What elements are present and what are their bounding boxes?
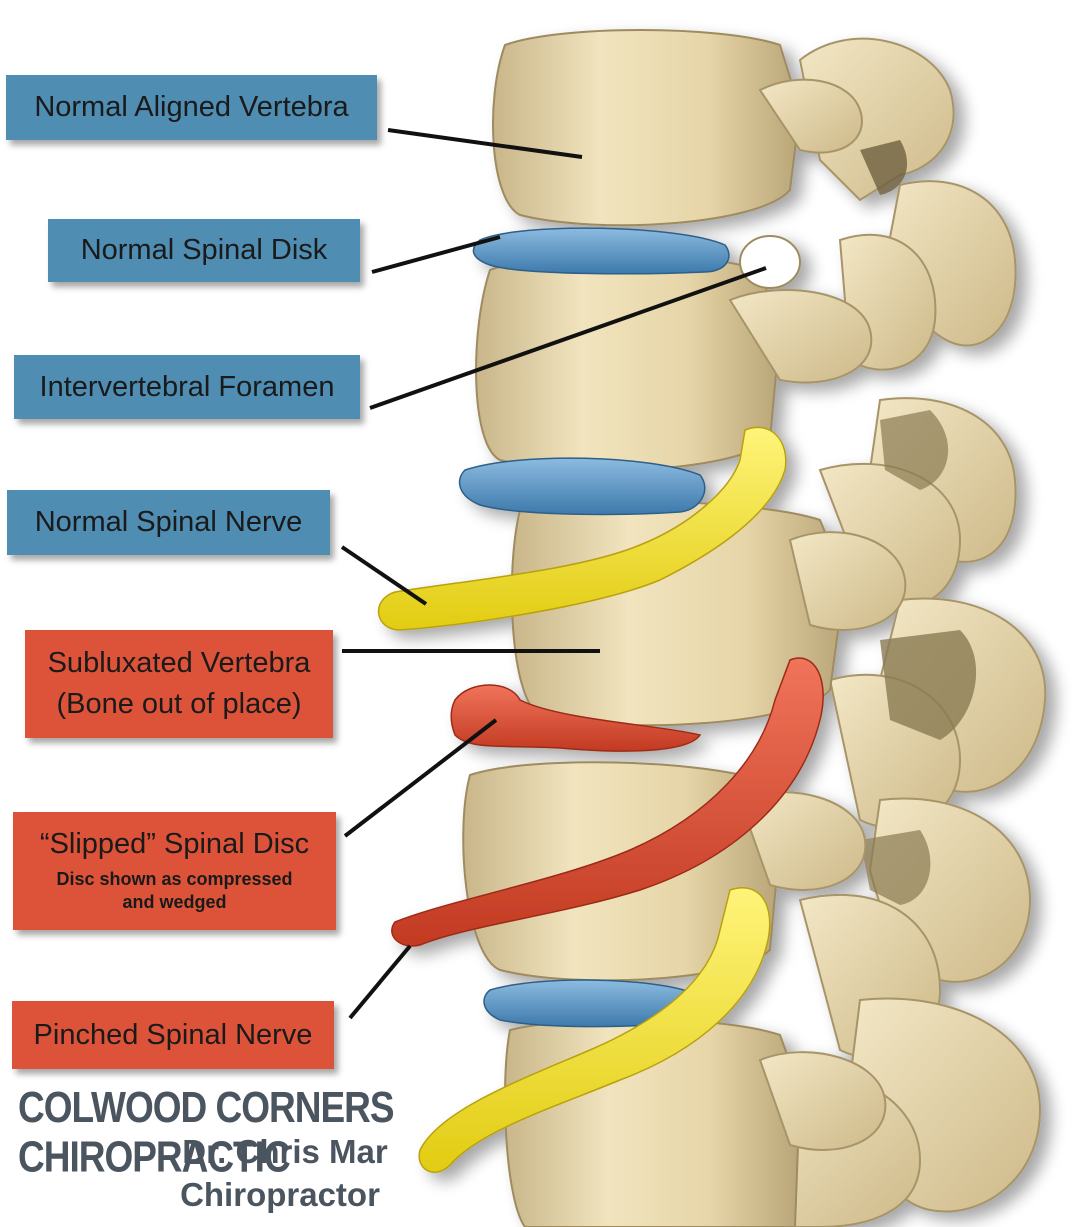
label-subluxated-line2: (Bone out of place) [56, 687, 301, 722]
label-slipped-note-line2: and wedged [122, 891, 226, 914]
pointer-pinched-nerve [350, 946, 410, 1018]
label-slipped-note-line1: Disc shown as compressed [56, 868, 292, 891]
label-slipped-disc: “Slipped” Spinal Disc Disc shown as comp… [13, 812, 336, 930]
label-normal-vertebra-text: Normal Aligned Vertebra [34, 90, 348, 125]
label-subluxated-vertebra: Subluxated Vertebra (Bone out of place) [25, 630, 333, 738]
label-normal-disk: Normal Spinal Disk [48, 219, 360, 282]
label-pinched-nerve-text: Pinched Spinal Nerve [34, 1018, 313, 1053]
label-subluxated-line1: Subluxated Vertebra [48, 646, 311, 681]
label-normal-vertebra: Normal Aligned Vertebra [6, 75, 377, 140]
doctor-title: Chiropractor [0, 1176, 560, 1214]
label-slipped-title: “Slipped” Spinal Disc [40, 827, 309, 862]
pointer-normal-nerve [342, 547, 426, 604]
label-normal-nerve: Normal Spinal Nerve [7, 490, 330, 555]
label-pinched-nerve: Pinched Spinal Nerve [12, 1001, 334, 1069]
label-foramen-text: Intervertebral Foramen [40, 370, 335, 405]
label-normal-disk-text: Normal Spinal Disk [81, 233, 328, 268]
label-normal-nerve-text: Normal Spinal Nerve [35, 505, 303, 540]
label-foramen: Intervertebral Foramen [14, 355, 360, 419]
doctor-name: Dr. Chris Mar [0, 1133, 570, 1171]
